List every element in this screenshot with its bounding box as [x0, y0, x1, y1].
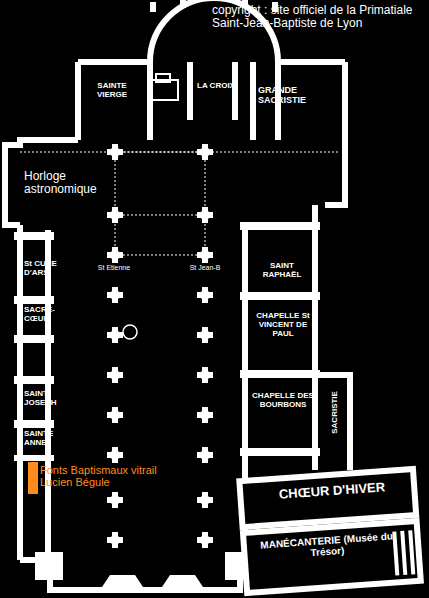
sacristy-label: SACRISTIE [331, 377, 340, 447]
clock-label: Horloge astronomique [24, 170, 114, 196]
pillar-label: St Jean-B [175, 264, 235, 272]
chapel-label: SAINTE ANNE [24, 430, 76, 448]
chapel-label: SAINT JOSEPH [24, 390, 76, 408]
chapel-label: CHAPELLE St VINCENT DE PAUL [252, 312, 314, 338]
chapel-label: SAINTE VIERGE [84, 82, 140, 100]
chapel-label: LA CROIX [194, 82, 238, 91]
chapel-label: SAINT RAPHAËL [252, 262, 312, 280]
baptism-label: Fonts Baptismaux vitrail Lucien Bégule [40, 464, 170, 488]
marker-bar [28, 462, 38, 494]
pillar-label: St Etienne [84, 264, 144, 272]
chapel-label: St CURE D'ARS [24, 260, 76, 278]
chapel-label: SACRÉ-CŒUR [24, 306, 76, 324]
copyright-note: copyright : site officiel de la Primatia… [212, 4, 427, 30]
chapel-label: CHAPELLE DES BOURBONS [252, 392, 314, 410]
sacristy-label: GRANDE SACRISTIE [258, 86, 334, 106]
